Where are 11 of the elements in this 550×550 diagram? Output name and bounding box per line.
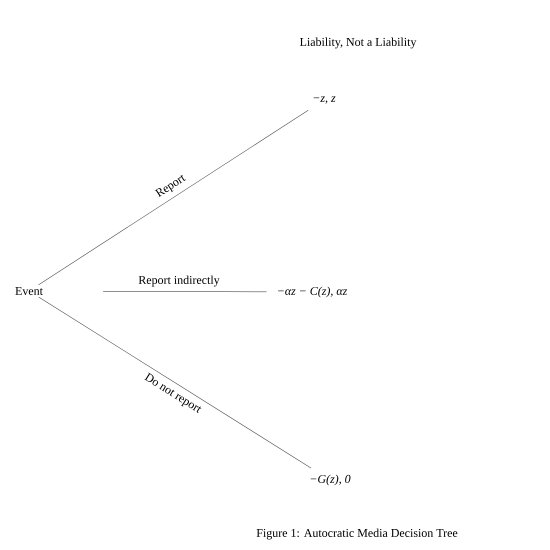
event-label: Event — [15, 287, 43, 295]
figure-caption: Figure 1: Autocratic Media Decision Tree — [256, 528, 458, 540]
branch-line — [38, 110, 309, 286]
edge-label: Do not report — [144, 372, 202, 413]
branch-line — [38, 296, 312, 468]
payoff-label: −z, z — [314, 96, 336, 104]
column-header: Liability, Not a Liability — [300, 38, 416, 48]
payoff-label: −αz − C(z), αz — [278, 286, 348, 298]
edge-label: Report indirectly — [138, 276, 220, 286]
payoff-label: −G(z), 0 — [310, 474, 350, 486]
branch-line — [102, 290, 267, 292]
